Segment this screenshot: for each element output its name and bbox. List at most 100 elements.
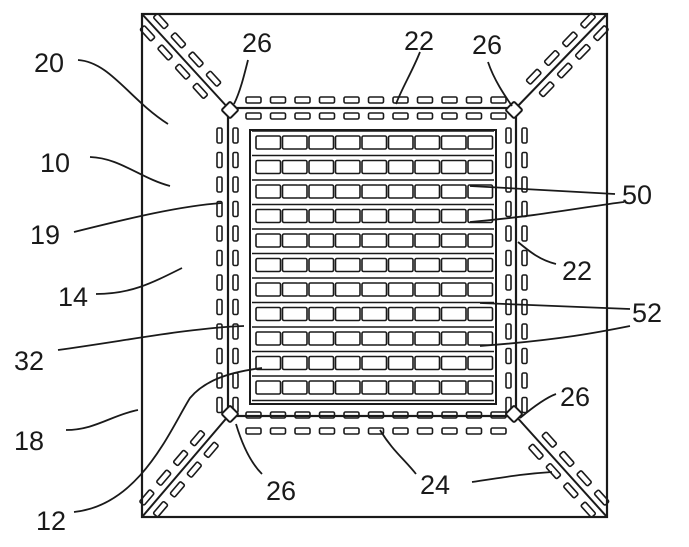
cell-array	[255, 135, 494, 395]
leader-22-right	[517, 241, 557, 265]
memory-cell	[281, 257, 308, 273]
memory-cell	[281, 282, 308, 297]
ref-label-12: 12	[36, 506, 66, 536]
diagonal-pad	[186, 461, 202, 478]
bond-pad-bottom	[294, 427, 311, 435]
memory-cell	[467, 184, 494, 199]
memory-cell	[414, 331, 441, 346]
ref-label-26-top-left: 26	[242, 28, 272, 58]
bond-pad-top	[392, 96, 409, 104]
memory-cell	[308, 233, 335, 248]
diagonal-lines	[141, 13, 608, 518]
leader-lines	[57, 51, 631, 513]
memory-cell	[361, 380, 388, 395]
memory-cell	[414, 233, 441, 248]
bond-pad-left	[216, 323, 223, 340]
bond-pad-right	[521, 176, 528, 193]
bond-pad-top-inner	[245, 112, 262, 120]
bond-pad-top	[367, 96, 385, 104]
memory-cell	[255, 184, 282, 199]
memory-cell	[467, 208, 494, 224]
bond-pad-left-inner	[232, 225, 239, 242]
memory-cell	[281, 306, 308, 322]
memory-cell	[308, 282, 335, 297]
memory-cell	[414, 306, 441, 322]
memory-cell	[414, 380, 441, 395]
bond-pad-top-inner	[392, 112, 409, 120]
memory-cell	[334, 159, 361, 175]
bond-pad-bottom-inner	[245, 411, 262, 419]
diagonal-pad	[152, 500, 169, 518]
bond-pad-right-inner	[505, 249, 512, 267]
bond-pad-top	[269, 96, 287, 104]
memory-cell	[467, 159, 494, 175]
memory-cell	[361, 331, 388, 346]
bond-pad-top-inner	[294, 112, 311, 120]
ref-label-26-bottom-left: 26	[266, 476, 296, 506]
leader-50-b	[469, 201, 625, 223]
bond-pad-bottom-inner	[465, 411, 483, 419]
memory-cell	[308, 159, 335, 175]
bond-pad-left-inner	[232, 151, 239, 169]
ref-label-50: 50	[622, 180, 652, 210]
memory-cell	[255, 306, 282, 322]
memory-cell	[361, 282, 388, 297]
memory-cell	[361, 257, 388, 273]
memory-cell	[467, 355, 494, 371]
memory-cell	[387, 331, 414, 346]
ref-label-19: 19	[30, 220, 60, 250]
bond-pad-left	[216, 274, 223, 291]
corner-pads	[221, 101, 523, 423]
memory-cell	[255, 135, 282, 150]
memory-cell	[361, 159, 388, 175]
bond-pad-bottom-inner	[367, 411, 385, 419]
die-outline	[226, 106, 518, 418]
diagonal-pad	[156, 469, 172, 486]
memory-cell	[467, 233, 494, 248]
leader-52-a	[479, 302, 631, 310]
memory-cell	[414, 257, 441, 273]
memory-cell	[308, 184, 335, 199]
bond-pad-right	[521, 249, 528, 267]
memory-cell	[414, 135, 441, 150]
diagonal-pad	[172, 449, 189, 467]
bond-pad-right	[521, 274, 528, 291]
diagonal-top-left	[141, 13, 231, 111]
ref-label-22-right: 22	[562, 256, 592, 286]
memory-cell	[281, 331, 308, 346]
bond-pad-left-inner	[232, 298, 239, 316]
memory-cell	[361, 355, 388, 371]
diagonal-bottom-left	[141, 413, 231, 518]
pad-column-left	[216, 127, 239, 414]
ref-label-22-top: 22	[404, 26, 434, 56]
memory-cell	[440, 380, 467, 395]
bond-pad-left-inner	[232, 200, 239, 218]
bond-pad-left	[216, 151, 223, 169]
bond-pad-right	[521, 323, 528, 340]
bond-pad-top	[294, 96, 311, 104]
leader-14	[95, 267, 183, 295]
memory-cell	[361, 233, 388, 248]
leader-18	[65, 409, 139, 431]
ref-label-20: 20	[34, 48, 64, 78]
ref-label-26-top-right: 26	[472, 30, 502, 60]
diagonal-pad	[188, 51, 204, 68]
bond-pad-left	[216, 225, 223, 242]
leader-10	[89, 156, 171, 187]
diagonal-pad	[556, 62, 573, 79]
memory-cell	[387, 380, 414, 395]
memory-cell	[387, 306, 414, 322]
bond-pad-left-inner	[232, 347, 239, 365]
ref-label-32: 32	[14, 346, 44, 376]
ref-label-52: 52	[632, 298, 662, 328]
bond-pad-right	[521, 347, 528, 365]
bond-pad-right-inner	[505, 225, 512, 242]
memory-cell	[414, 159, 441, 175]
leader-26-top-left	[233, 59, 249, 105]
memory-cell	[334, 306, 361, 322]
memory-cell	[255, 233, 282, 248]
bond-pad-left	[216, 347, 223, 365]
ref-label-10: 10	[40, 148, 70, 178]
diagonal-pad	[580, 12, 596, 29]
